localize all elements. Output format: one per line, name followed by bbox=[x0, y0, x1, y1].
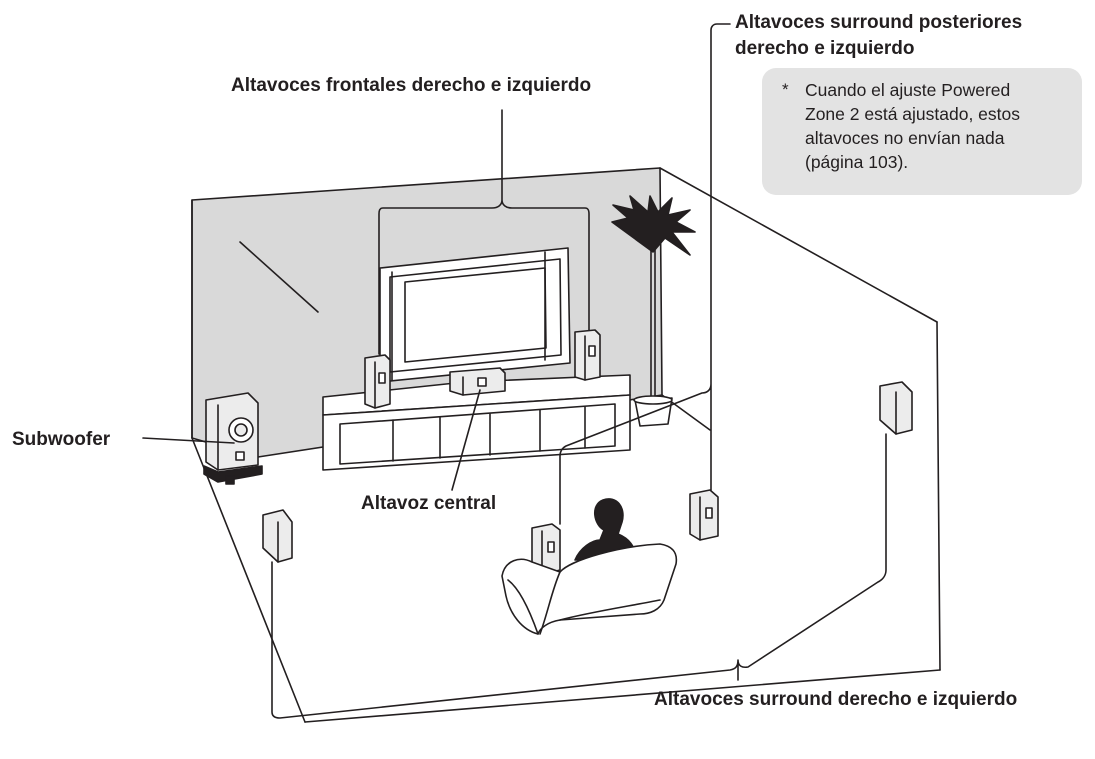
subwoofer-label: Subwoofer bbox=[12, 429, 111, 450]
powered-zone-note: * Cuando el ajuste Powered Zone 2 está a… bbox=[762, 68, 1082, 195]
rear-surround-speakers-label: Altavoces surround posteriores derecho e… bbox=[735, 12, 1023, 59]
center-speaker-label: Altavoz central bbox=[361, 493, 497, 514]
front-left-speaker bbox=[364, 354, 391, 409]
room-edge-right-top bbox=[659, 167, 938, 323]
subwoofer-unit bbox=[203, 392, 263, 485]
center-speaker-leader bbox=[451, 389, 481, 491]
rear-surround-right-speaker bbox=[689, 489, 719, 541]
subwoofer-leader bbox=[142, 437, 235, 444]
center-speaker bbox=[449, 367, 506, 396]
surround-left-speaker bbox=[262, 509, 293, 563]
front-speaker-bracket bbox=[378, 109, 590, 355]
room-edge-floor-left bbox=[191, 437, 306, 723]
listener-silhouette bbox=[574, 498, 637, 561]
tv-stand bbox=[322, 374, 631, 471]
rear-surround-bracket bbox=[559, 23, 731, 525]
sofa bbox=[501, 543, 678, 635]
note-asterisk: * bbox=[782, 80, 789, 99]
note-text: Cuando el ajuste Powered Zone 2 está aju… bbox=[805, 80, 1020, 172]
room-edge-bottom bbox=[304, 669, 941, 723]
front-right-speaker bbox=[574, 329, 601, 381]
front-speakers-label: Altavoces frontales derecho e izquierdo bbox=[231, 75, 592, 96]
surround-bracket bbox=[271, 433, 887, 719]
surround-right-speaker bbox=[879, 381, 913, 435]
surround-speakers-label: Altavoces surround derecho e izquierdo bbox=[654, 689, 1018, 710]
tv-screen bbox=[379, 247, 571, 383]
room-edge-right bbox=[936, 321, 941, 671]
wall-shading-line bbox=[239, 241, 319, 313]
